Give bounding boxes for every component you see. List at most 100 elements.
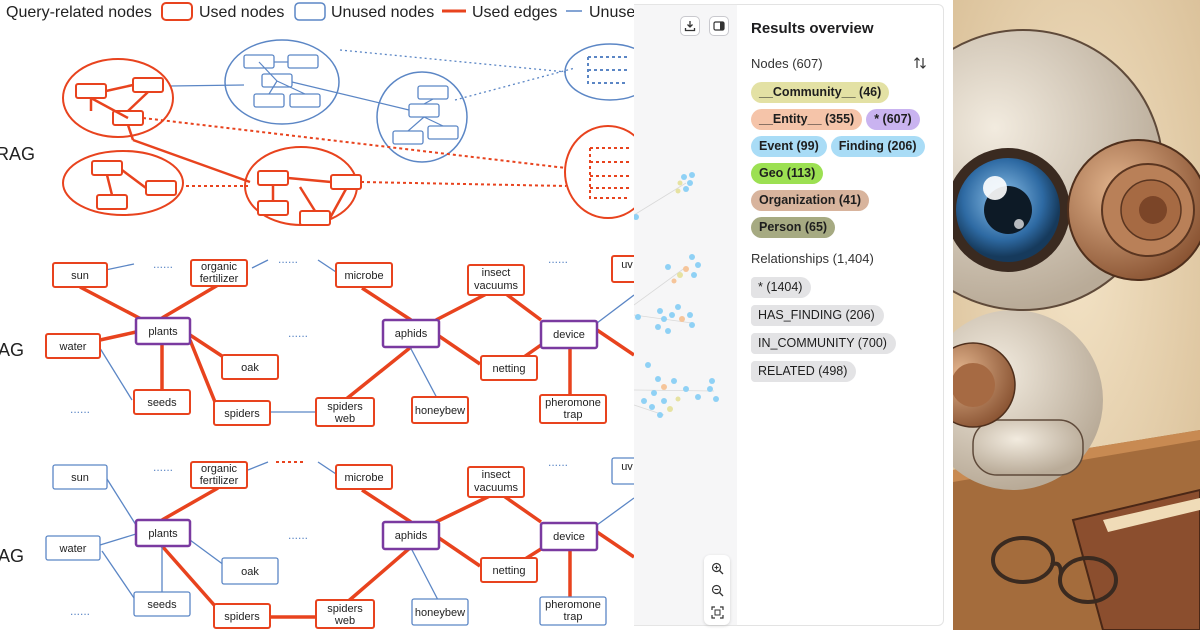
nodes-count-label: Nodes (607) (751, 56, 823, 71)
node-chip[interactable]: Event (99) (751, 136, 827, 157)
results-overview-panel: Results overview Nodes (607) __Community… (737, 4, 944, 626)
row-label-3: AG (0, 546, 24, 566)
row-3-graph: ...... ...... ...... ...... (45, 455, 634, 629)
svg-text:oak: oak (241, 566, 259, 578)
svg-text:......: ...... (548, 455, 568, 469)
legend-query-related: Query-related nodes (6, 4, 152, 21)
svg-text:......: ...... (153, 460, 173, 474)
svg-text:vacuums: vacuums (474, 280, 519, 292)
graph-canvas-svg (634, 172, 719, 418)
book (1071, 488, 1200, 630)
svg-text:spiders: spiders (224, 611, 260, 623)
svg-text:honeybew: honeybew (415, 607, 465, 619)
svg-text:......: ...... (70, 402, 90, 416)
zoom-in-icon (711, 562, 723, 574)
svg-text:seeds: seeds (147, 397, 177, 409)
legend-used-edges: Used edges (472, 4, 557, 21)
svg-text:device: device (553, 329, 585, 341)
relationships-section-header: Relationships (1,404) (751, 251, 943, 269)
sort-button[interactable] (913, 56, 927, 73)
svg-text:trap: trap (564, 409, 583, 421)
node-chip[interactable]: Organization (41) (751, 190, 870, 211)
graph-node-cluster-1 (634, 172, 695, 220)
row-2-graph: ...... ...... ...... ...... ...... (45, 252, 634, 427)
svg-text:......: ...... (548, 252, 568, 266)
robot-illustration-svg (953, 0, 1200, 630)
svg-text:fertilizer: fertilizer (200, 273, 239, 285)
svg-text:plants: plants (148, 528, 178, 540)
legend-unused-nodes-swatch (294, 2, 326, 21)
svg-text:uv: uv (621, 461, 633, 473)
relationship-chip[interactable]: RELATED (498) (751, 361, 857, 382)
node-chip[interactable]: * (607) (866, 109, 920, 130)
svg-text:uv: uv (621, 259, 633, 271)
svg-text:vacuums: vacuums (474, 482, 519, 494)
svg-text:web: web (334, 615, 355, 627)
svg-text:web: web (334, 413, 355, 425)
results-title: Results overview (751, 20, 874, 37)
graph-node-cluster-4 (641, 362, 719, 418)
graph-explorer-panel: Results overview Nodes (607) __Community… (634, 0, 953, 630)
row-label-1: RAG (0, 144, 35, 164)
panel-toggle-button[interactable] (709, 16, 729, 36)
graph-canvas[interactable] (634, 4, 737, 626)
legend-unused-nodes: Unused nodes (331, 4, 434, 21)
svg-text:insect: insect (482, 469, 511, 481)
legend: Query-related nodes Used nodes Unused no… (6, 2, 634, 21)
svg-text:oak: oak (241, 362, 259, 374)
svg-text:sun: sun (71, 270, 89, 282)
relationships-count-label: Relationships (1,404) (751, 251, 874, 266)
svg-text:pheromone: pheromone (545, 599, 601, 611)
svg-text:water: water (59, 341, 87, 353)
row-label-2: AG (0, 340, 24, 360)
svg-text:insect: insect (482, 267, 511, 279)
svg-text:......: ...... (288, 528, 308, 542)
node-label-chips: __Community__ (46) __Entity__ (355)* (607… (751, 82, 936, 238)
download-icon (684, 21, 696, 32)
robot-arm (972, 419, 1084, 476)
legend-used-nodes: Used nodes (199, 4, 284, 21)
svg-text:spiders: spiders (327, 401, 363, 413)
legend-used-nodes-swatch (161, 2, 193, 21)
svg-text:spiders: spiders (224, 408, 260, 420)
svg-text:netting: netting (492, 565, 525, 577)
graph-node-cluster-3 (635, 304, 695, 334)
panel-toggle-icon (713, 21, 725, 31)
svg-text:spiders: spiders (327, 603, 363, 615)
svg-text:organic: organic (201, 463, 238, 475)
svg-text:aphids: aphids (395, 328, 428, 340)
nodes-section-header: Nodes (607) (751, 56, 943, 74)
diagram-svg: Query-related nodes Used nodes Unused no… (0, 2, 634, 629)
relationship-chip[interactable]: * (1404) (751, 277, 812, 298)
node-chip[interactable]: Person (65) (751, 217, 836, 238)
svg-text:microbe: microbe (344, 270, 383, 282)
download-button[interactable] (680, 16, 700, 36)
svg-text:trap: trap (564, 611, 583, 623)
glasses (991, 536, 1118, 604)
zoom-out-icon (711, 584, 723, 596)
node-chip[interactable]: Geo (113) (751, 163, 824, 184)
svg-text:pheromone: pheromone (545, 397, 601, 409)
svg-text:......: ...... (153, 257, 173, 271)
relationship-chip[interactable]: HAS_FINDING (206) (751, 305, 884, 326)
svg-text:device: device (553, 531, 585, 543)
svg-text:......: ...... (278, 252, 298, 266)
zoom-out-button[interactable] (708, 581, 726, 599)
svg-text:......: ...... (288, 326, 308, 340)
relationship-chip[interactable]: IN_COMMUNITY (700) (751, 333, 896, 354)
svg-text:water: water (59, 543, 87, 555)
svg-text:netting: netting (492, 363, 525, 375)
node-chip[interactable]: Finding (206) (830, 136, 925, 157)
svg-text:honeybew: honeybew (415, 405, 465, 417)
robot-reading-illustration (953, 0, 1200, 630)
fit-screen-icon (710, 605, 724, 619)
svg-text:aphids: aphids (395, 530, 428, 542)
node-chip[interactable]: __Community__ (46) (751, 82, 890, 103)
zoom-in-button[interactable] (708, 559, 726, 577)
svg-text:seeds: seeds (147, 599, 177, 611)
fit-screen-button[interactable] (708, 603, 726, 621)
svg-text:fertilizer: fertilizer (200, 475, 239, 487)
relationship-type-chips: * (1404) HAS_FINDING (206) IN_COMMUNITY (7… (751, 277, 943, 382)
node-chip[interactable]: __Entity__ (355) (751, 109, 863, 130)
svg-text:plants: plants (148, 326, 178, 338)
